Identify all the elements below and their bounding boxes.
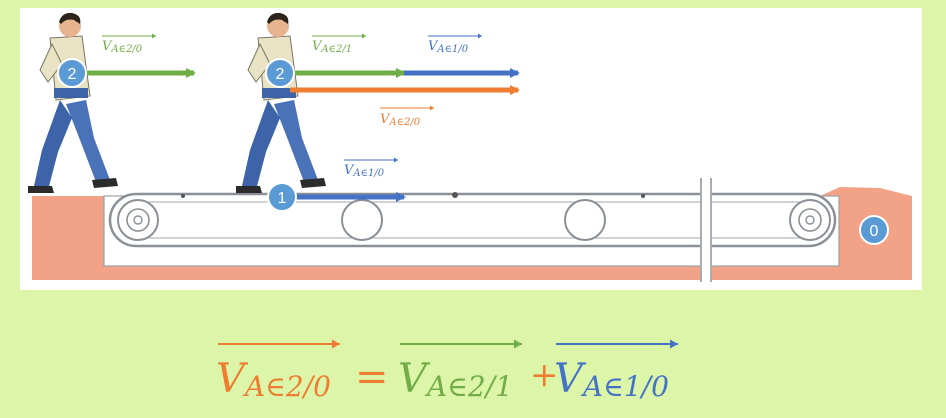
svg-text:VA∈1/0: VA∈1/0 (428, 39, 469, 55)
svg-text:VA∈2/0: VA∈2/0 (102, 39, 143, 55)
label-v-a-2-1: VA∈2/1 (312, 33, 366, 55)
badge-person-left: 2 (57, 58, 87, 88)
badge-person-right: 2 (265, 58, 295, 88)
svg-text:VA∈1/0: VA∈1/0 (344, 163, 385, 179)
label-v-a-2-0-left: VA∈2/0 (102, 33, 156, 55)
label-v-a-2-0-right: VA∈2/0 (380, 105, 434, 128)
velocity-composition-formula: VA∈2/0 = VA∈2/1 + VA∈1/0 (216, 339, 678, 403)
conveyor-roller-icon (789, 199, 831, 241)
badge-ground: 0 (859, 215, 889, 245)
svg-text:0: 0 (870, 223, 879, 240)
conveyor-roller-icon (341, 199, 383, 241)
badge-belt: 1 (267, 182, 297, 212)
break-line (700, 178, 712, 282)
conveyor-roller-icon (117, 199, 159, 241)
formula-term-v-a-1-0: VA∈1/0 (554, 339, 678, 403)
svg-text:2: 2 (276, 66, 285, 83)
conveyor-roller-icon (564, 199, 606, 241)
formula-term-v-a-2-1: VA∈2/1 (398, 339, 522, 403)
svg-text:VA∈2/0: VA∈2/0 (216, 356, 331, 403)
svg-text:VA∈2/0: VA∈2/0 (380, 112, 421, 128)
svg-text:1: 1 (278, 190, 287, 207)
belt-debris (641, 194, 645, 198)
ground-ramp (820, 187, 912, 196)
belt-debris (181, 194, 185, 198)
svg-text:2: 2 (68, 66, 77, 83)
svg-text:VA∈2/1: VA∈2/1 (398, 356, 513, 403)
formula-equals: = (355, 354, 389, 400)
svg-text:VA∈2/1: VA∈2/1 (312, 39, 352, 55)
svg-text:VA∈1/0: VA∈1/0 (554, 356, 669, 403)
formula-lhs: VA∈2/0 (216, 339, 340, 403)
label-v-a-1-0-top: VA∈1/0 (428, 33, 482, 55)
label-v-a-1-0-belt: VA∈1/0 (344, 157, 398, 179)
belt-debris (452, 192, 458, 198)
formula-plus: + (530, 355, 559, 395)
